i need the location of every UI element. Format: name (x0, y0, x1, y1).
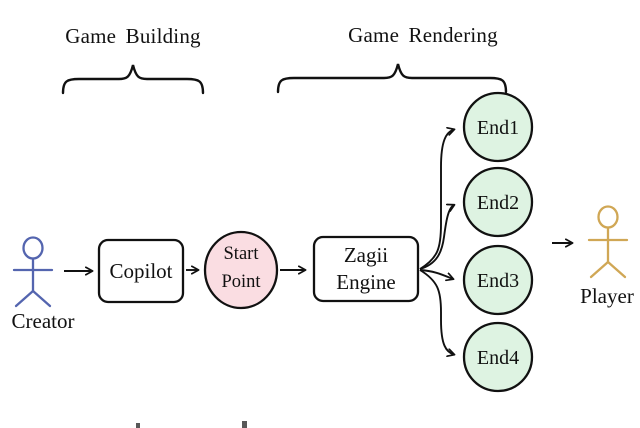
end4-node (462, 321, 534, 393)
creator-label: Creator (12, 309, 75, 333)
end4-label: End4 (477, 347, 519, 369)
creator-leg-left (14, 289, 35, 308)
start-point-node (203, 230, 279, 310)
player-actor-icon (587, 205, 629, 279)
start-point-label-line1: Start (224, 244, 260, 264)
player-leg-right (606, 260, 627, 279)
end1-label: End1 (477, 117, 519, 139)
game-building-label: Game Building (65, 24, 201, 48)
player-label: Player (580, 284, 634, 308)
player-head (597, 205, 619, 229)
game-rendering-label: Game Rendering (348, 23, 498, 47)
end1-node (462, 91, 534, 163)
end2-label: End2 (477, 192, 519, 214)
start-point-label-line2: Point (221, 272, 261, 292)
cropped-caption-mark-left (136, 423, 140, 428)
edge-zagii-end4 (419, 269, 454, 355)
end3-node (462, 244, 534, 316)
zagii-engine-label-line2: Engine (336, 270, 395, 294)
creator-actor-icon (12, 236, 54, 308)
end3-label: End3 (477, 270, 519, 292)
creator-leg-right (31, 289, 52, 308)
zagii-engine-label-line1: Zagii (344, 243, 388, 267)
player-leg-left (589, 260, 610, 279)
copilot-node (97, 238, 185, 304)
game-building-brace (61, 64, 205, 95)
copilot-label: Copilot (109, 259, 172, 283)
game-rendering-brace (276, 63, 508, 94)
zagii-engine-node (312, 235, 420, 303)
edge-zagii-end3 (419, 269, 453, 279)
edge-zagii-end2 (419, 205, 454, 270)
end2-node (462, 166, 534, 238)
edge-zagii-end1 (419, 130, 454, 270)
creator-head (22, 236, 44, 260)
cropped-caption-mark-right (242, 421, 247, 428)
